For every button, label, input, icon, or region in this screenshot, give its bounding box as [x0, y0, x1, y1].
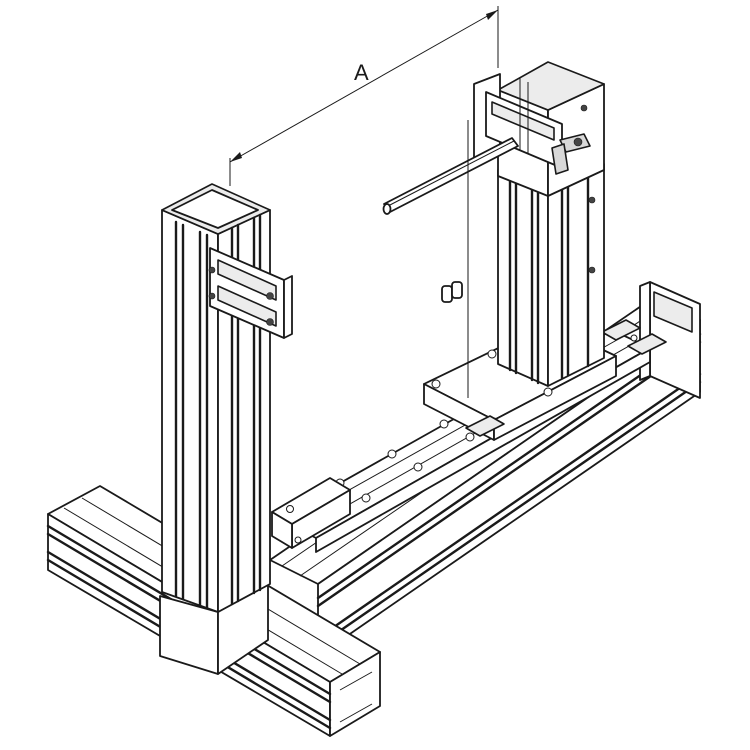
dimension-label: A: [354, 60, 369, 85]
probe-rod: [382, 137, 519, 215]
t-joint-connector: [159, 583, 269, 675]
clamp-lever-icon: [551, 133, 591, 175]
rear-clamp-bracket: [473, 73, 591, 175]
front-clamp-bracket: [208, 247, 293, 339]
guide-stop-clips: [465, 319, 667, 437]
front-vertical-column: [161, 183, 271, 613]
front-slide-block: [271, 477, 351, 549]
dimension-a: A: [229, 6, 499, 398]
sensor-marker-icon: [441, 281, 463, 303]
